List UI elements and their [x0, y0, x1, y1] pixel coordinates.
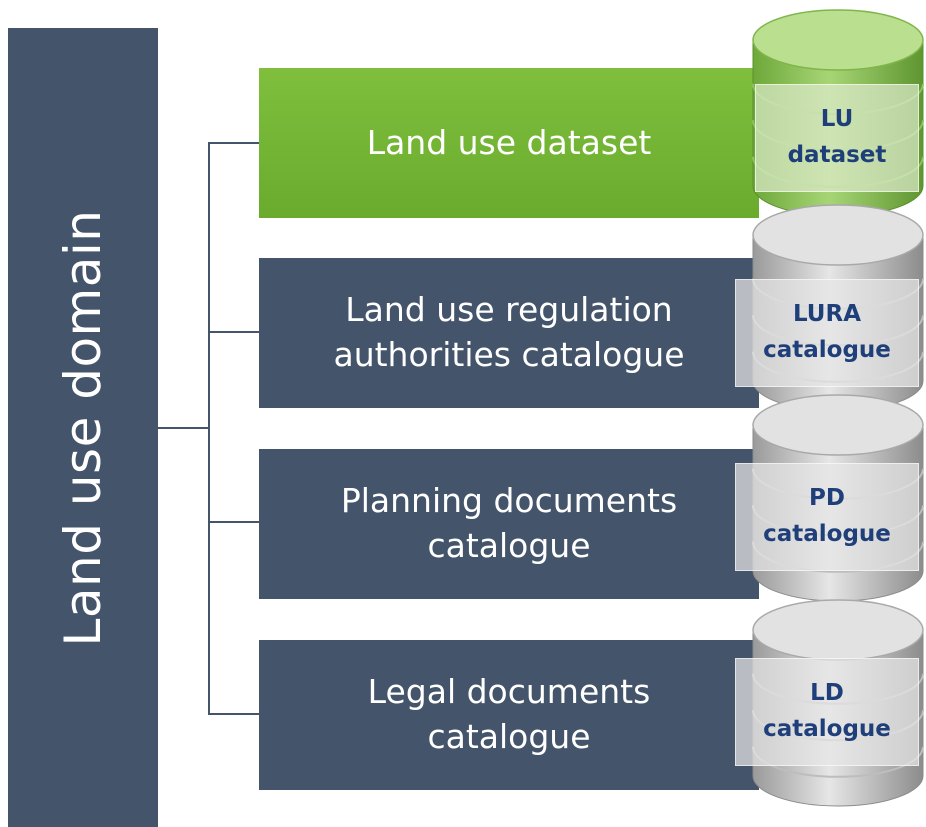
- item-box-land-use-dataset: Land use dataset: [259, 68, 759, 218]
- item-label: Planning documents catalogue: [340, 481, 678, 565]
- cylinder-top: [752, 204, 924, 266]
- database-label-text: PD catalogue: [763, 485, 891, 547]
- domain-label: Land use domain: [54, 209, 112, 647]
- database-label-ld: LD catalogue: [735, 658, 919, 766]
- item-box-planning-documents-catalogue: Planning documents catalogue: [259, 449, 759, 599]
- domain-bar: [8, 28, 158, 827]
- cylinder-top: [752, 599, 924, 661]
- connector-trunk: [208, 142, 210, 714]
- database-label-text: LURA catalogue: [763, 301, 891, 363]
- cylinder-top: [752, 394, 924, 456]
- connector-branch-4: [208, 713, 260, 715]
- connector-stem: [158, 427, 209, 429]
- connector-branch-2: [208, 331, 260, 333]
- item-box-legal-documents-catalogue: Legal documents catalogue: [259, 640, 759, 790]
- database-label-lura: LURA catalogue: [735, 279, 919, 387]
- connector-branch-3: [208, 521, 260, 523]
- database-label-pd: PD catalogue: [735, 463, 919, 571]
- database-label-text: LU dataset: [787, 106, 887, 168]
- connector-branch-1: [208, 142, 260, 144]
- item-box-lura-catalogue: Land use regulation authorities catalogu…: [259, 258, 759, 408]
- database-label-text: LD catalogue: [763, 680, 891, 742]
- item-label: Land use regulation authorities catalogu…: [333, 290, 685, 374]
- item-label: Land use dataset: [366, 122, 652, 162]
- cylinder-top: [752, 9, 924, 71]
- item-label: Legal documents catalogue: [367, 672, 651, 756]
- database-label-lu: LU dataset: [755, 84, 919, 192]
